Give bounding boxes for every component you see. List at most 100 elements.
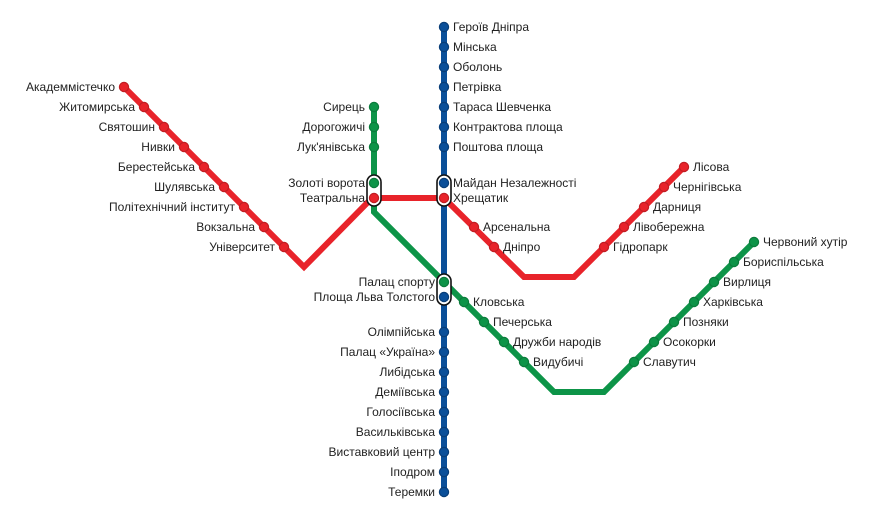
station-marker-теремки[interactable]	[438, 486, 450, 498]
station-marker-шулявська[interactable]	[218, 181, 230, 193]
station-marker-деміївська[interactable]	[438, 386, 450, 398]
station-marker-контрактова-площа[interactable]	[438, 121, 450, 133]
station-marker-площа-льва-толстого[interactable]	[438, 291, 450, 303]
station-marker-хрещатик[interactable]	[438, 192, 450, 204]
station-label-позняки[interactable]: Позняки	[683, 315, 729, 329]
station-label-контрактова-площа[interactable]: Контрактова площа	[453, 120, 563, 134]
station-label-героїв-дніпра[interactable]: Героїв Дніпра	[453, 20, 529, 34]
station-label-теремки[interactable]: Теремки	[388, 485, 435, 499]
station-label-харківська[interactable]: Харківська	[703, 295, 763, 309]
station-marker-лівобережна[interactable]	[618, 221, 630, 233]
station-marker-дніпро[interactable]	[488, 241, 500, 253]
station-marker-видубичі[interactable]	[518, 356, 530, 368]
station-marker-позняки[interactable]	[668, 316, 680, 328]
station-label-дружби-народів[interactable]: Дружби народів	[513, 335, 601, 349]
station-label-васильківська[interactable]: Васильківська	[356, 425, 436, 439]
station-label-олімпійська[interactable]: Олімпійська	[368, 325, 436, 339]
station-marker-кловська[interactable]	[458, 296, 470, 308]
station-label-виставковий-центр[interactable]: Виставковий центр	[329, 445, 436, 459]
station-marker-осокорки[interactable]	[648, 336, 660, 348]
station-marker-олімпійська[interactable]	[438, 326, 450, 338]
station-label-лісова[interactable]: Лісова	[693, 160, 730, 174]
station-marker-тараса-шевченка[interactable]	[438, 101, 450, 113]
station-label-лівобережна[interactable]: Лівобережна	[633, 220, 705, 234]
station-label-чернігівська[interactable]: Чернігівська	[673, 180, 742, 194]
station-label-університет[interactable]: Університет	[209, 240, 275, 254]
station-marker-червоний-хутір[interactable]	[748, 236, 760, 248]
station-marker-гідропарк[interactable]	[598, 241, 610, 253]
station-label-палац-україна[interactable]: Палац «Україна»	[340, 345, 435, 359]
station-label-осокорки[interactable]: Осокорки	[663, 335, 716, 349]
station-marker-майдан-незалежності[interactable]	[438, 177, 450, 189]
station-marker-сирець[interactable]	[368, 101, 380, 113]
station-label-дніпро[interactable]: Дніпро	[503, 240, 541, 254]
station-marker-університет[interactable]	[278, 241, 290, 253]
station-label-кловська[interactable]: Кловська	[473, 295, 525, 309]
station-marker-васильківська[interactable]	[438, 426, 450, 438]
station-marker-іподром[interactable]	[438, 466, 450, 478]
station-label-поштова-площа[interactable]: Поштова площа	[453, 140, 543, 154]
station-label-гідропарк[interactable]: Гідропарк	[613, 240, 668, 254]
station-label-площа-льва-толстого[interactable]: Площа Льва Толстого	[314, 290, 436, 304]
station-label-голосіївська[interactable]: Голосіївська	[366, 405, 435, 419]
station-label-петрівка[interactable]: Петрівка	[453, 80, 502, 94]
station-label-святошин[interactable]: Святошин	[99, 120, 155, 134]
station-marker-либідська[interactable]	[438, 366, 450, 378]
station-marker-вокзальна[interactable]	[258, 221, 270, 233]
station-marker-лісова[interactable]	[678, 161, 690, 173]
station-label-оболонь[interactable]: Оболонь	[453, 60, 502, 74]
station-marker-героїв-дніпра[interactable]	[438, 21, 450, 33]
station-label-сирець[interactable]: Сирець	[323, 100, 365, 114]
station-marker-лукянівська[interactable]	[368, 141, 380, 153]
station-label-либідська[interactable]: Либідська	[379, 365, 435, 379]
station-marker-дружби-народів[interactable]	[498, 336, 510, 348]
station-marker-академмістечко[interactable]	[118, 81, 130, 93]
station-label-майдан-незалежності[interactable]: Майдан Незалежності	[453, 176, 576, 190]
station-marker-палац-україна[interactable]	[438, 346, 450, 358]
station-marker-святошин[interactable]	[158, 121, 170, 133]
station-label-берестейська[interactable]: Берестейська	[118, 160, 195, 174]
station-marker-золоті-ворота[interactable]	[368, 177, 380, 189]
station-label-вокзальна[interactable]: Вокзальна	[196, 220, 255, 234]
station-label-вирлиця[interactable]: Вирлиця	[723, 275, 771, 289]
station-label-іподром[interactable]: Іподром	[390, 465, 435, 479]
station-label-червоний-хутір[interactable]: Червоний хутір	[763, 235, 848, 249]
station-marker-театральна[interactable]	[368, 192, 380, 204]
station-marker-берестейська[interactable]	[198, 161, 210, 173]
station-label-тараса-шевченка[interactable]: Тараса Шевченка	[453, 100, 551, 114]
station-marker-оболонь[interactable]	[438, 61, 450, 73]
station-marker-харківська[interactable]	[688, 296, 700, 308]
station-label-дарниця[interactable]: Дарниця	[653, 200, 701, 214]
station-marker-виставковий-центр[interactable]	[438, 446, 450, 458]
station-marker-житомирська[interactable]	[138, 101, 150, 113]
station-label-видубичі[interactable]: Видубичі	[533, 355, 583, 369]
station-marker-мінська[interactable]	[438, 41, 450, 53]
station-label-нивки[interactable]: Нивки	[141, 140, 175, 154]
station-label-арсенальна[interactable]: Арсенальна	[483, 220, 551, 234]
station-marker-палац-спорту[interactable]	[438, 276, 450, 288]
station-marker-поштова-площа[interactable]	[438, 141, 450, 153]
station-marker-вирлиця[interactable]	[708, 276, 720, 288]
station-label-шулявська[interactable]: Шулявська	[154, 180, 215, 194]
station-marker-бориспільська[interactable]	[728, 256, 740, 268]
station-marker-арсенальна[interactable]	[468, 221, 480, 233]
station-label-театральна[interactable]: Театральна	[300, 191, 365, 205]
station-marker-чернігівська[interactable]	[658, 181, 670, 193]
station-label-мінська[interactable]: Мінська	[453, 40, 497, 54]
station-label-золоті-ворота[interactable]: Золоті ворота	[288, 176, 365, 190]
station-label-деміївська[interactable]: Деміївська	[375, 385, 435, 399]
station-label-бориспільська[interactable]: Бориспільська	[743, 255, 824, 269]
station-label-дорогожичі[interactable]: Дорогожичі	[302, 120, 365, 134]
station-label-академмістечко[interactable]: Академмістечко	[26, 80, 115, 94]
station-marker-політехнічний-інститут[interactable]	[238, 201, 250, 213]
station-marker-нивки[interactable]	[178, 141, 190, 153]
station-marker-дарниця[interactable]	[638, 201, 650, 213]
station-label-хрещатик[interactable]: Хрещатик	[453, 191, 509, 205]
station-label-житомирська[interactable]: Житомирська	[59, 100, 135, 114]
station-marker-голосіївська[interactable]	[438, 406, 450, 418]
station-label-політехнічний-інститут[interactable]: Політехнічний інститут	[109, 200, 236, 214]
station-marker-славутич[interactable]	[628, 356, 640, 368]
station-marker-дорогожичі[interactable]	[368, 121, 380, 133]
station-label-печерська[interactable]: Печерська	[493, 315, 552, 329]
station-label-славутич[interactable]: Славутич	[643, 355, 696, 369]
